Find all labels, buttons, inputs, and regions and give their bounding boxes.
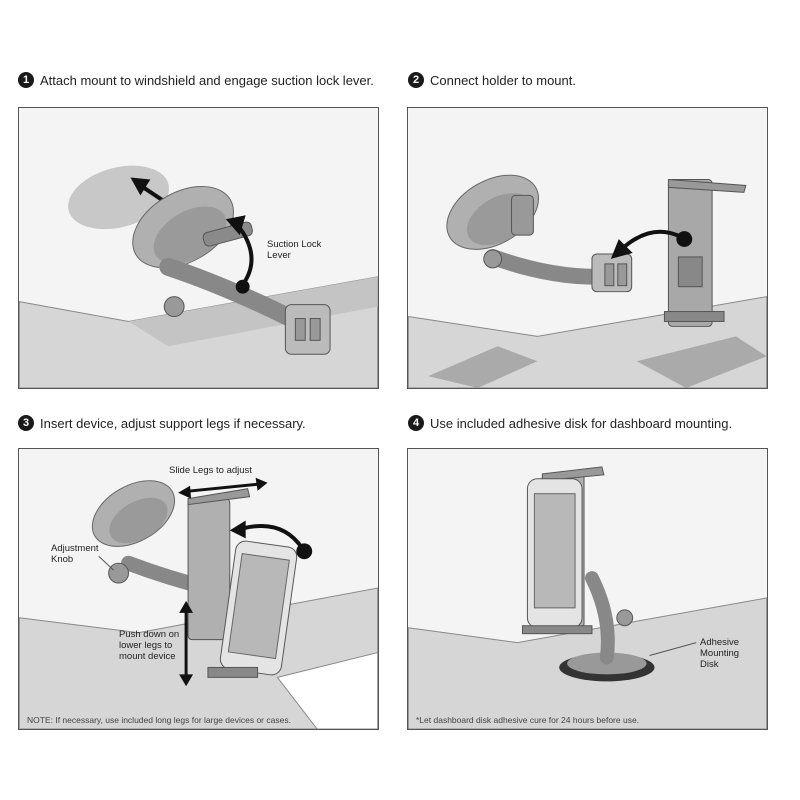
push-down-legs-label: Push down on lower legs to mount device	[119, 629, 180, 662]
long-legs-note: NOTE: If necessary, use included long le…	[27, 715, 291, 725]
curved-arrow-icon	[229, 520, 313, 560]
adjustment-knob-label: Adjustment Knob	[51, 543, 99, 565]
step-1-title: Attach mount to windshield and engage su…	[40, 72, 374, 88]
slide-legs-label: Slide Legs to adjust	[169, 465, 252, 476]
step-4-number: 4	[408, 415, 424, 431]
step-4-illustration: Adhesive Mounting Disk *Let dashboard di…	[407, 448, 768, 730]
device-insertion-drawing	[19, 449, 378, 729]
step-1-heading: 1 Attach mount to windshield and engage …	[18, 72, 374, 88]
suction-lock-lever-label: Suction Lock Lever	[267, 239, 322, 261]
step-4-heading: 4 Use included adhesive disk for dashboa…	[408, 415, 732, 431]
step-1-number: 1	[18, 72, 34, 88]
step-3-title: Insert device, adjust support legs if ne…	[40, 415, 306, 431]
step-3-illustration: Slide Legs to adjust Adjustment Knob Pus…	[18, 448, 379, 730]
curved-arrow-icon	[610, 229, 693, 259]
step-1-illustration: Suction Lock Lever	[18, 107, 379, 389]
step-2-heading: 2 Connect holder to mount.	[408, 72, 576, 88]
curved-arrow-icon	[225, 215, 254, 294]
step-3-number: 3	[18, 415, 34, 431]
adhesive-disk-label: Adhesive Mounting Disk	[700, 637, 740, 670]
double-arrow-vertical-icon	[179, 600, 194, 687]
step-3-heading: 3 Insert device, adjust support legs if …	[18, 415, 306, 431]
step-2-illustration	[407, 107, 768, 389]
holder-connection-drawing	[408, 108, 767, 388]
dashboard-mount-drawing	[408, 449, 767, 729]
step-2-number: 2	[408, 72, 424, 88]
step-2-title: Connect holder to mount.	[430, 72, 576, 88]
windshield-mount-drawing	[19, 108, 378, 388]
double-arrow-horizontal-icon	[178, 477, 268, 499]
step-4-title: Use included adhesive disk for dashboard…	[430, 415, 733, 431]
adhesive-cure-note: *Let dashboard disk adhesive cure for 24…	[416, 715, 640, 725]
